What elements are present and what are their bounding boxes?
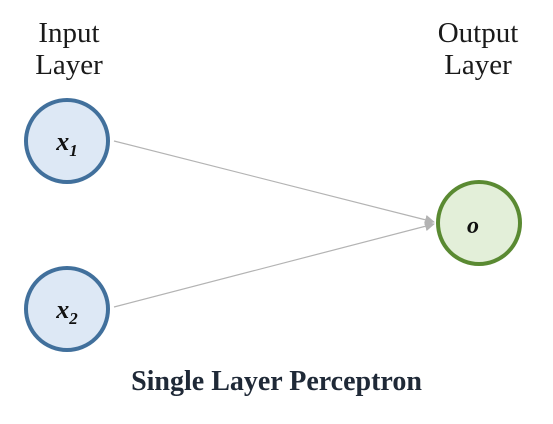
edge-x2-to-o (113, 221, 435, 308)
diagram-caption: Single Layer Perceptron (131, 366, 422, 397)
input-layer-title: Input Layer (4, 17, 134, 81)
node-o-label: o (467, 213, 479, 239)
output-node-o: o (436, 180, 522, 266)
input-node-x2: x2 (24, 266, 110, 352)
input-node-x1: x1 (24, 98, 110, 184)
output-layer-title-line1: Output (437, 17, 519, 49)
output-layer-title: Output Layer (413, 17, 543, 81)
input-layer-title-line2: Layer (35, 49, 103, 81)
input-layer-title-line1: Input (38, 17, 100, 49)
node-x1-label: x1 (55, 127, 78, 160)
node-x2-label: x2 (55, 295, 78, 328)
output-layer-title-line2: Layer (444, 49, 512, 81)
edge-x1-to-o (113, 140, 435, 225)
